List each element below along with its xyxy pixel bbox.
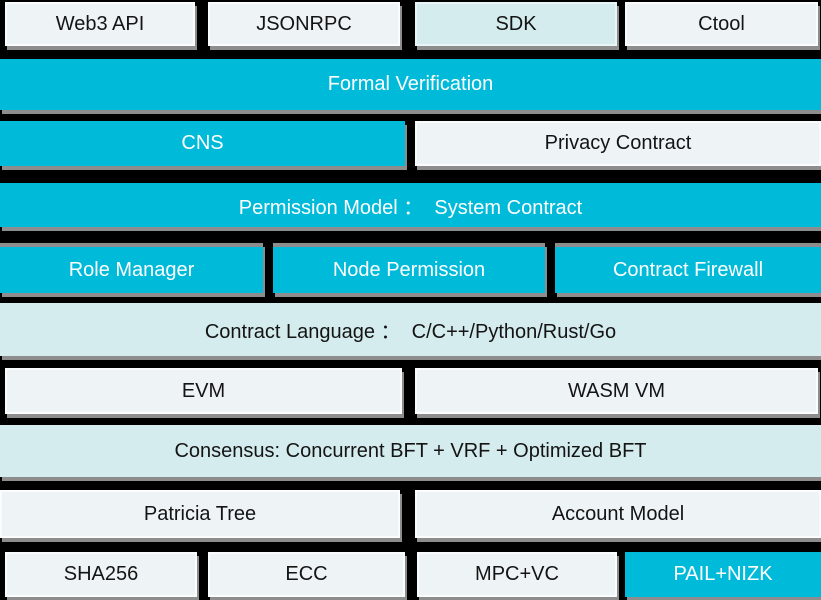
- box-sha256-label: SHA256: [63, 563, 139, 585]
- box-pail-nizk: PAIL+NIZK: [625, 552, 821, 597]
- box-privacy-contract-label: Privacy Contract: [544, 132, 692, 154]
- box-patricia-tree: Patricia Tree: [0, 490, 400, 538]
- box-jsonrpc-label: JSONRPC: [256, 12, 352, 35]
- box-permission-model: Permission Model ： System Contract: [0, 183, 821, 227]
- box-contract-firewall: Contract Firewall: [555, 243, 821, 293]
- box-role-manager-label: Role Manager: [68, 258, 195, 281]
- box-ecc-label: ECC: [285, 563, 328, 585]
- box-consensus-label: Consensus: Concurrent BFT + VRF + Optimi…: [174, 439, 647, 462]
- box-permission-model-label: Permission Model ： System Contract: [238, 196, 583, 219]
- box-ctool: Ctool: [625, 2, 818, 46]
- box-node-permission: Node Permission: [273, 243, 545, 293]
- box-cns: CNS: [0, 121, 405, 166]
- box-web3-api-label: Web3 API: [55, 12, 145, 35]
- box-jsonrpc: JSONRPC: [208, 2, 400, 46]
- box-contract-language-label: Contract Language ： C/C++/Python/Rust/Go: [204, 321, 617, 343]
- box-formal-verification: Formal Verification: [0, 59, 821, 110]
- box-patricia-tree-label: Patricia Tree: [143, 502, 257, 525]
- box-role-manager: Role Manager: [0, 243, 263, 293]
- box-wasm-vm: WASM VM: [415, 368, 818, 414]
- box-mpc-vc: MPC+VC: [417, 552, 617, 597]
- box-pail-nizk-label: PAIL+NIZK: [673, 563, 773, 585]
- box-contract-firewall-label: Contract Firewall: [612, 258, 764, 281]
- box-ecc: ECC: [208, 552, 405, 597]
- box-ctool-label: Ctool: [698, 12, 745, 35]
- box-privacy-contract: Privacy Contract: [415, 121, 821, 166]
- box-mpc-vc-label: MPC+VC: [475, 563, 559, 585]
- box-sha256: SHA256: [5, 552, 197, 597]
- box-evm: EVM: [5, 368, 402, 414]
- box-evm-label: EVM: [181, 379, 226, 402]
- box-sdk-label: SDK: [495, 12, 537, 35]
- box-sdk: SDK: [415, 2, 617, 46]
- box-web3-api: Web3 API: [5, 2, 195, 46]
- box-cns-label: CNS: [181, 132, 224, 154]
- box-consensus: Consensus: Concurrent BFT + VRF + Optimi…: [0, 425, 821, 477]
- box-formal-verification-label: Formal Verification: [327, 73, 494, 95]
- box-account-model-label: Account Model: [551, 502, 685, 525]
- box-contract-language: Contract Language ： C/C++/Python/Rust/Go: [0, 303, 821, 356]
- box-node-permission-label: Node Permission: [332, 258, 486, 281]
- box-wasm-vm-label: WASM VM: [567, 379, 666, 402]
- box-account-model: Account Model: [415, 490, 821, 538]
